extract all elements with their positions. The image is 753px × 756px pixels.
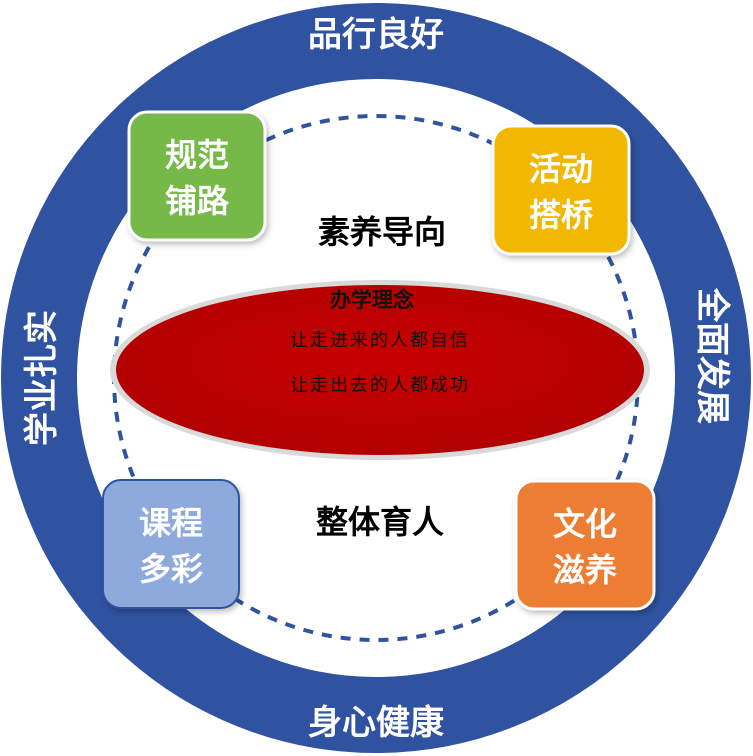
ring-label-top: 品行良好	[308, 15, 444, 55]
box-top-left-line-1: 规范	[165, 136, 229, 174]
philosophy-line-2: 让走出去的人都成功	[290, 375, 470, 396]
box-top-left-line-2: 铺路	[165, 182, 230, 220]
box-top-right	[491, 124, 631, 256]
ring-label-bottom: 身心健康	[308, 703, 444, 743]
outer-ring	[1, 3, 751, 753]
box-bottom-left-line-1: 课程	[139, 504, 203, 542]
center-lower-label: 整体育人	[316, 503, 444, 541]
box-bottom-left	[102, 479, 240, 609]
box-bottom-right-line-2: 滋养	[553, 551, 617, 589]
box-top-right-line-2: 搭桥	[529, 196, 593, 234]
box-bottom-right	[514, 479, 656, 611]
philosophy-ellipse	[116, 285, 644, 455]
ring-label-right: 全面发展	[692, 287, 732, 424]
box-bottom-left-line-2: 多彩	[139, 550, 203, 588]
philosophy-title: 办学理念	[330, 287, 414, 312]
box-top-left	[127, 110, 267, 242]
box-top-right-line-1: 活动	[529, 150, 593, 188]
center-upper-label: 素养导向	[318, 213, 446, 251]
ring-label-left: 学业扎实	[22, 310, 62, 446]
box-bottom-right-line-1: 文化	[553, 505, 617, 543]
philosophy-line-1: 让走进来的人都自信	[290, 330, 470, 351]
